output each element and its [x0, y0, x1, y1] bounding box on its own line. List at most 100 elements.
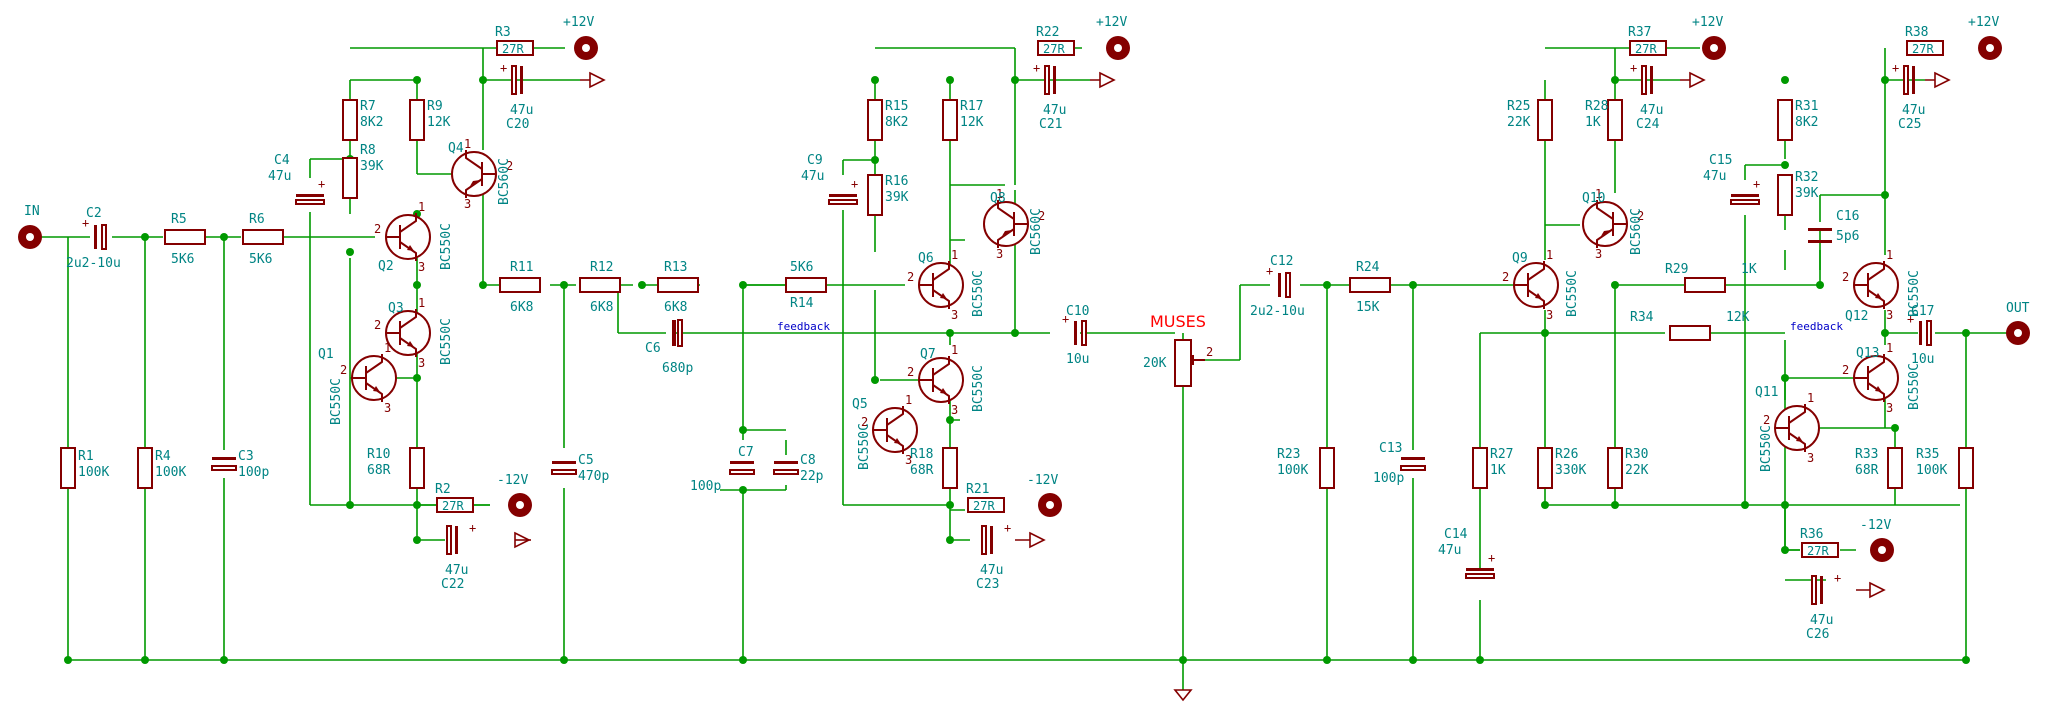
svg-text:1: 1	[951, 343, 958, 357]
component-label: 10u	[1911, 352, 1934, 367]
vpos-connector-3[interactable]: +12V	[1692, 15, 1726, 60]
svg-text:1: 1	[996, 187, 1003, 201]
vpos-connector-2[interactable]: +12V	[1096, 15, 1130, 60]
feedback-net-label-2: feedback	[1790, 320, 1843, 333]
vneg-connector-3[interactable]: -12V	[1860, 518, 1894, 562]
input-connector[interactable]: IN	[18, 204, 42, 249]
component-label: 680p	[662, 361, 693, 376]
component-label: R3	[495, 25, 511, 40]
vneg-connector-2[interactable]: -12V	[1027, 473, 1062, 517]
transistor-value: BC550C	[971, 270, 986, 317]
vneg-connector-1[interactable]: -12V	[497, 473, 532, 517]
muses-potentiometer[interactable]: 20K 2	[1143, 339, 1213, 387]
junction-dot	[871, 156, 879, 164]
junction-dot	[220, 233, 228, 241]
svg-text:-12V: -12V	[497, 473, 528, 488]
transistor-value: BC560C	[497, 158, 512, 205]
vpos-connector-4[interactable]: +12V	[1968, 15, 2002, 60]
component-label: R16	[885, 174, 908, 189]
junction-dot	[1781, 76, 1789, 84]
svg-text:-12V: -12V	[1027, 473, 1058, 488]
junction-dot	[1611, 76, 1619, 84]
vpos-connector-1[interactable]: +12V	[563, 15, 598, 60]
component-label: 47u	[980, 563, 1003, 578]
junction-dot	[1881, 76, 1889, 84]
component-label: Q5	[852, 397, 868, 412]
output-connector[interactable]: OUT	[2006, 301, 2030, 345]
junction-dot	[560, 656, 568, 664]
